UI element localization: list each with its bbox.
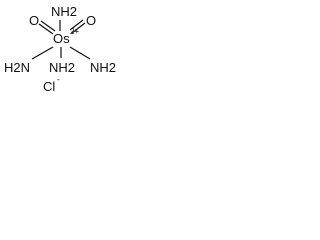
bond-os-o-right-2 xyxy=(69,19,84,31)
bond-os-h2n-left xyxy=(31,46,54,60)
osmium-label: Os xyxy=(53,31,70,46)
bond-os-o-left-2 xyxy=(40,20,56,32)
bond-os-o-right-1 xyxy=(71,22,86,34)
nh2-top-label: NH2 xyxy=(51,4,78,19)
bond-os-o-left-1 xyxy=(38,23,54,35)
bond-lines xyxy=(31,19,91,60)
h2n-left-label: H2N xyxy=(4,60,31,75)
oxo-left-label: O xyxy=(29,13,40,28)
osmium-charge: 2+ xyxy=(70,27,80,36)
oxo-right-label: O xyxy=(86,13,97,28)
chloride-label: Cl xyxy=(43,79,56,94)
bond-os-nh2-right xyxy=(69,46,91,60)
nh2-right-label: NH2 xyxy=(90,60,117,75)
osmium-complex-structure: O NH2 O Os 2+ H2N NH2 NH2 Cl - xyxy=(0,0,118,95)
nh2-bottom-label: NH2 xyxy=(49,60,76,75)
chloride-charge: - xyxy=(57,75,60,84)
